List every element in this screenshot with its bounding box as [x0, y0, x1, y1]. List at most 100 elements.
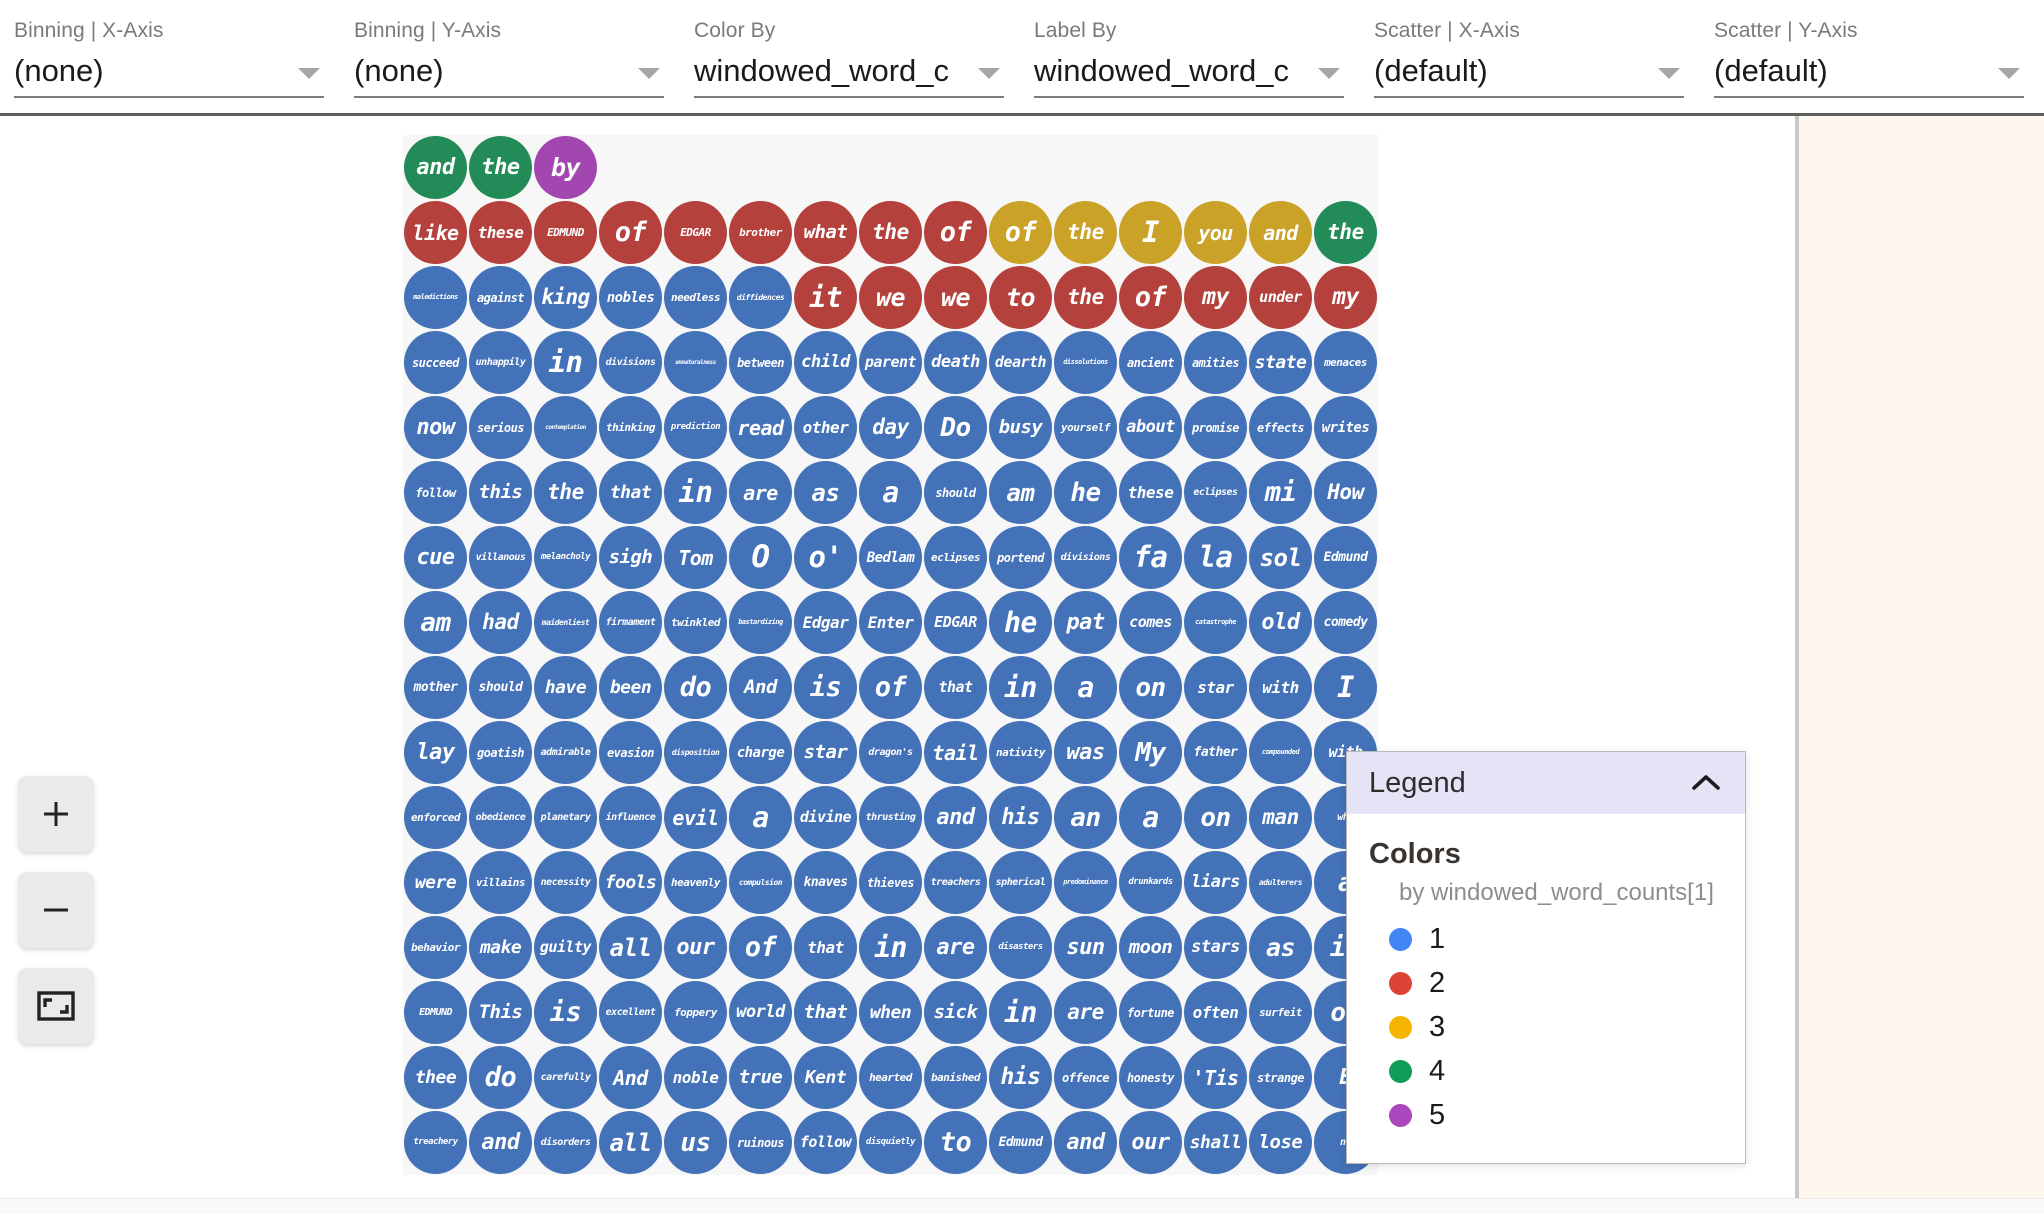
bubble[interactable]: of [988, 200, 1053, 265]
bubble[interactable]: when [858, 980, 923, 1045]
bubble[interactable]: influence [598, 785, 663, 850]
bubble[interactable]: parent [858, 330, 923, 395]
bubble[interactable]: that [793, 915, 858, 980]
bubble[interactable]: portend [988, 525, 1053, 590]
bubble[interactable]: that [923, 655, 988, 720]
bubble[interactable]: maledictions [403, 265, 468, 330]
bubble[interactable]: ancient [1118, 330, 1183, 395]
bubble[interactable]: offence [1053, 1045, 1118, 1110]
bubble[interactable]: should [468, 655, 533, 720]
bubble[interactable]: our [663, 915, 728, 980]
fit-to-screen-button[interactable] [18, 968, 94, 1044]
bubble[interactable]: drunkards [1118, 850, 1183, 915]
bubble[interactable]: My [1118, 720, 1183, 785]
bubble[interactable]: our [1118, 1110, 1183, 1175]
bubble[interactable]: is [793, 655, 858, 720]
bubble[interactable]: I [1313, 655, 1378, 720]
bubble[interactable]: goatish [468, 720, 533, 785]
bubble[interactable]: dissolutions [1053, 330, 1118, 395]
bubble[interactable]: eclipses [923, 525, 988, 590]
bubble[interactable]: EDGAR [923, 590, 988, 655]
bubble[interactable]: maidenliest [533, 590, 598, 655]
bubble[interactable]: that [793, 980, 858, 1045]
chevron-down-icon[interactable] [298, 68, 320, 79]
bubble[interactable]: diffidences [728, 265, 793, 330]
bubble[interactable]: what [793, 200, 858, 265]
bubble[interactable]: sigh [598, 525, 663, 590]
bubble[interactable]: we [858, 265, 923, 330]
bubble[interactable]: Edgar [793, 590, 858, 655]
bubble[interactable]: as [793, 460, 858, 525]
bubble[interactable]: disposition [663, 720, 728, 785]
legend-item[interactable]: 4 [1347, 1049, 1745, 1093]
bubble[interactable]: were [403, 850, 468, 915]
bubble[interactable]: of [728, 915, 793, 980]
legend-header[interactable]: Legend [1347, 752, 1745, 814]
bubble[interactable]: spherical [988, 850, 1053, 915]
bubble[interactable]: predominance [1053, 850, 1118, 915]
bubble[interactable]: he [1053, 460, 1118, 525]
bubble[interactable]: Kent [793, 1045, 858, 1110]
bubble[interactable]: true [728, 1045, 793, 1110]
bubble[interactable]: lose [1248, 1110, 1313, 1175]
bubble[interactable]: promise [1183, 395, 1248, 460]
bubble[interactable]: behavior [403, 915, 468, 980]
bubble[interactable]: catastrophe [1183, 590, 1248, 655]
bubble[interactable]: And [728, 655, 793, 720]
bubble[interactable]: evil [663, 785, 728, 850]
chevron-down-icon[interactable] [1658, 68, 1680, 79]
bubble[interactable]: Edmund [988, 1110, 1053, 1175]
bubble[interactable]: compulsion [728, 850, 793, 915]
bubble[interactable]: thieves [858, 850, 923, 915]
binning-y-axis-dropdown[interactable]: (none) [354, 50, 664, 98]
bubble[interactable]: you [1183, 200, 1248, 265]
bubble[interactable]: EDMUND [403, 980, 468, 1045]
bubble[interactable]: divine [793, 785, 858, 850]
bubble[interactable]: unnaturalness [663, 330, 728, 395]
bubble[interactable]: serious [468, 395, 533, 460]
bubble[interactable]: this [468, 460, 533, 525]
bubble[interactable]: comes [1118, 590, 1183, 655]
bubble[interactable]: day [858, 395, 923, 460]
bubble[interactable]: it [793, 265, 858, 330]
bubble[interactable]: about [1118, 395, 1183, 460]
bubble[interactable]: divisions [1053, 525, 1118, 590]
bubble[interactable]: fa [1118, 525, 1183, 590]
legend-item[interactable]: 2 [1347, 961, 1745, 1005]
bubble[interactable]: contemplation [533, 395, 598, 460]
bubble[interactable]: the [1313, 200, 1378, 265]
bubble[interactable]: in [988, 655, 1053, 720]
bubble[interactable]: EDGAR [663, 200, 728, 265]
bubble[interactable]: are [1053, 980, 1118, 1045]
bubble[interactable]: the [1053, 265, 1118, 330]
bubble[interactable]: between [728, 330, 793, 395]
bubble[interactable]: a [1053, 655, 1118, 720]
bubble[interactable]: admirable [533, 720, 598, 785]
bubble[interactable]: been [598, 655, 663, 720]
bubble[interactable]: follow [793, 1110, 858, 1175]
bubble[interactable]: writes [1313, 395, 1378, 460]
bubble[interactable]: of [858, 655, 923, 720]
bubble[interactable]: planetary [533, 785, 598, 850]
bubble[interactable]: fortune [1118, 980, 1183, 1045]
bubble[interactable]: the [858, 200, 923, 265]
bubble[interactable]: a [858, 460, 923, 525]
binning-x-axis-dropdown[interactable]: (none) [14, 50, 324, 98]
bubble[interactable]: hearted [858, 1045, 923, 1110]
bubble[interactable]: the [1053, 200, 1118, 265]
bubble[interactable]: O [728, 525, 793, 590]
bubble[interactable]: banished [923, 1045, 988, 1110]
bubble[interactable]: menaces [1313, 330, 1378, 395]
bubble[interactable]: of [598, 200, 663, 265]
bubble[interactable]: old [1248, 590, 1313, 655]
bubble[interactable]: firmament [598, 590, 663, 655]
legend-item[interactable]: 3 [1347, 1005, 1745, 1049]
bubble[interactable]: on [1118, 655, 1183, 720]
bubble[interactable]: and [468, 1110, 533, 1175]
scatter-x-axis-dropdown[interactable]: (default) [1374, 50, 1684, 98]
bubble[interactable]: Edmund [1313, 525, 1378, 590]
bubble[interactable]: evasion [598, 720, 663, 785]
bubble[interactable]: fools [598, 850, 663, 915]
bubble[interactable]: star [1183, 655, 1248, 720]
